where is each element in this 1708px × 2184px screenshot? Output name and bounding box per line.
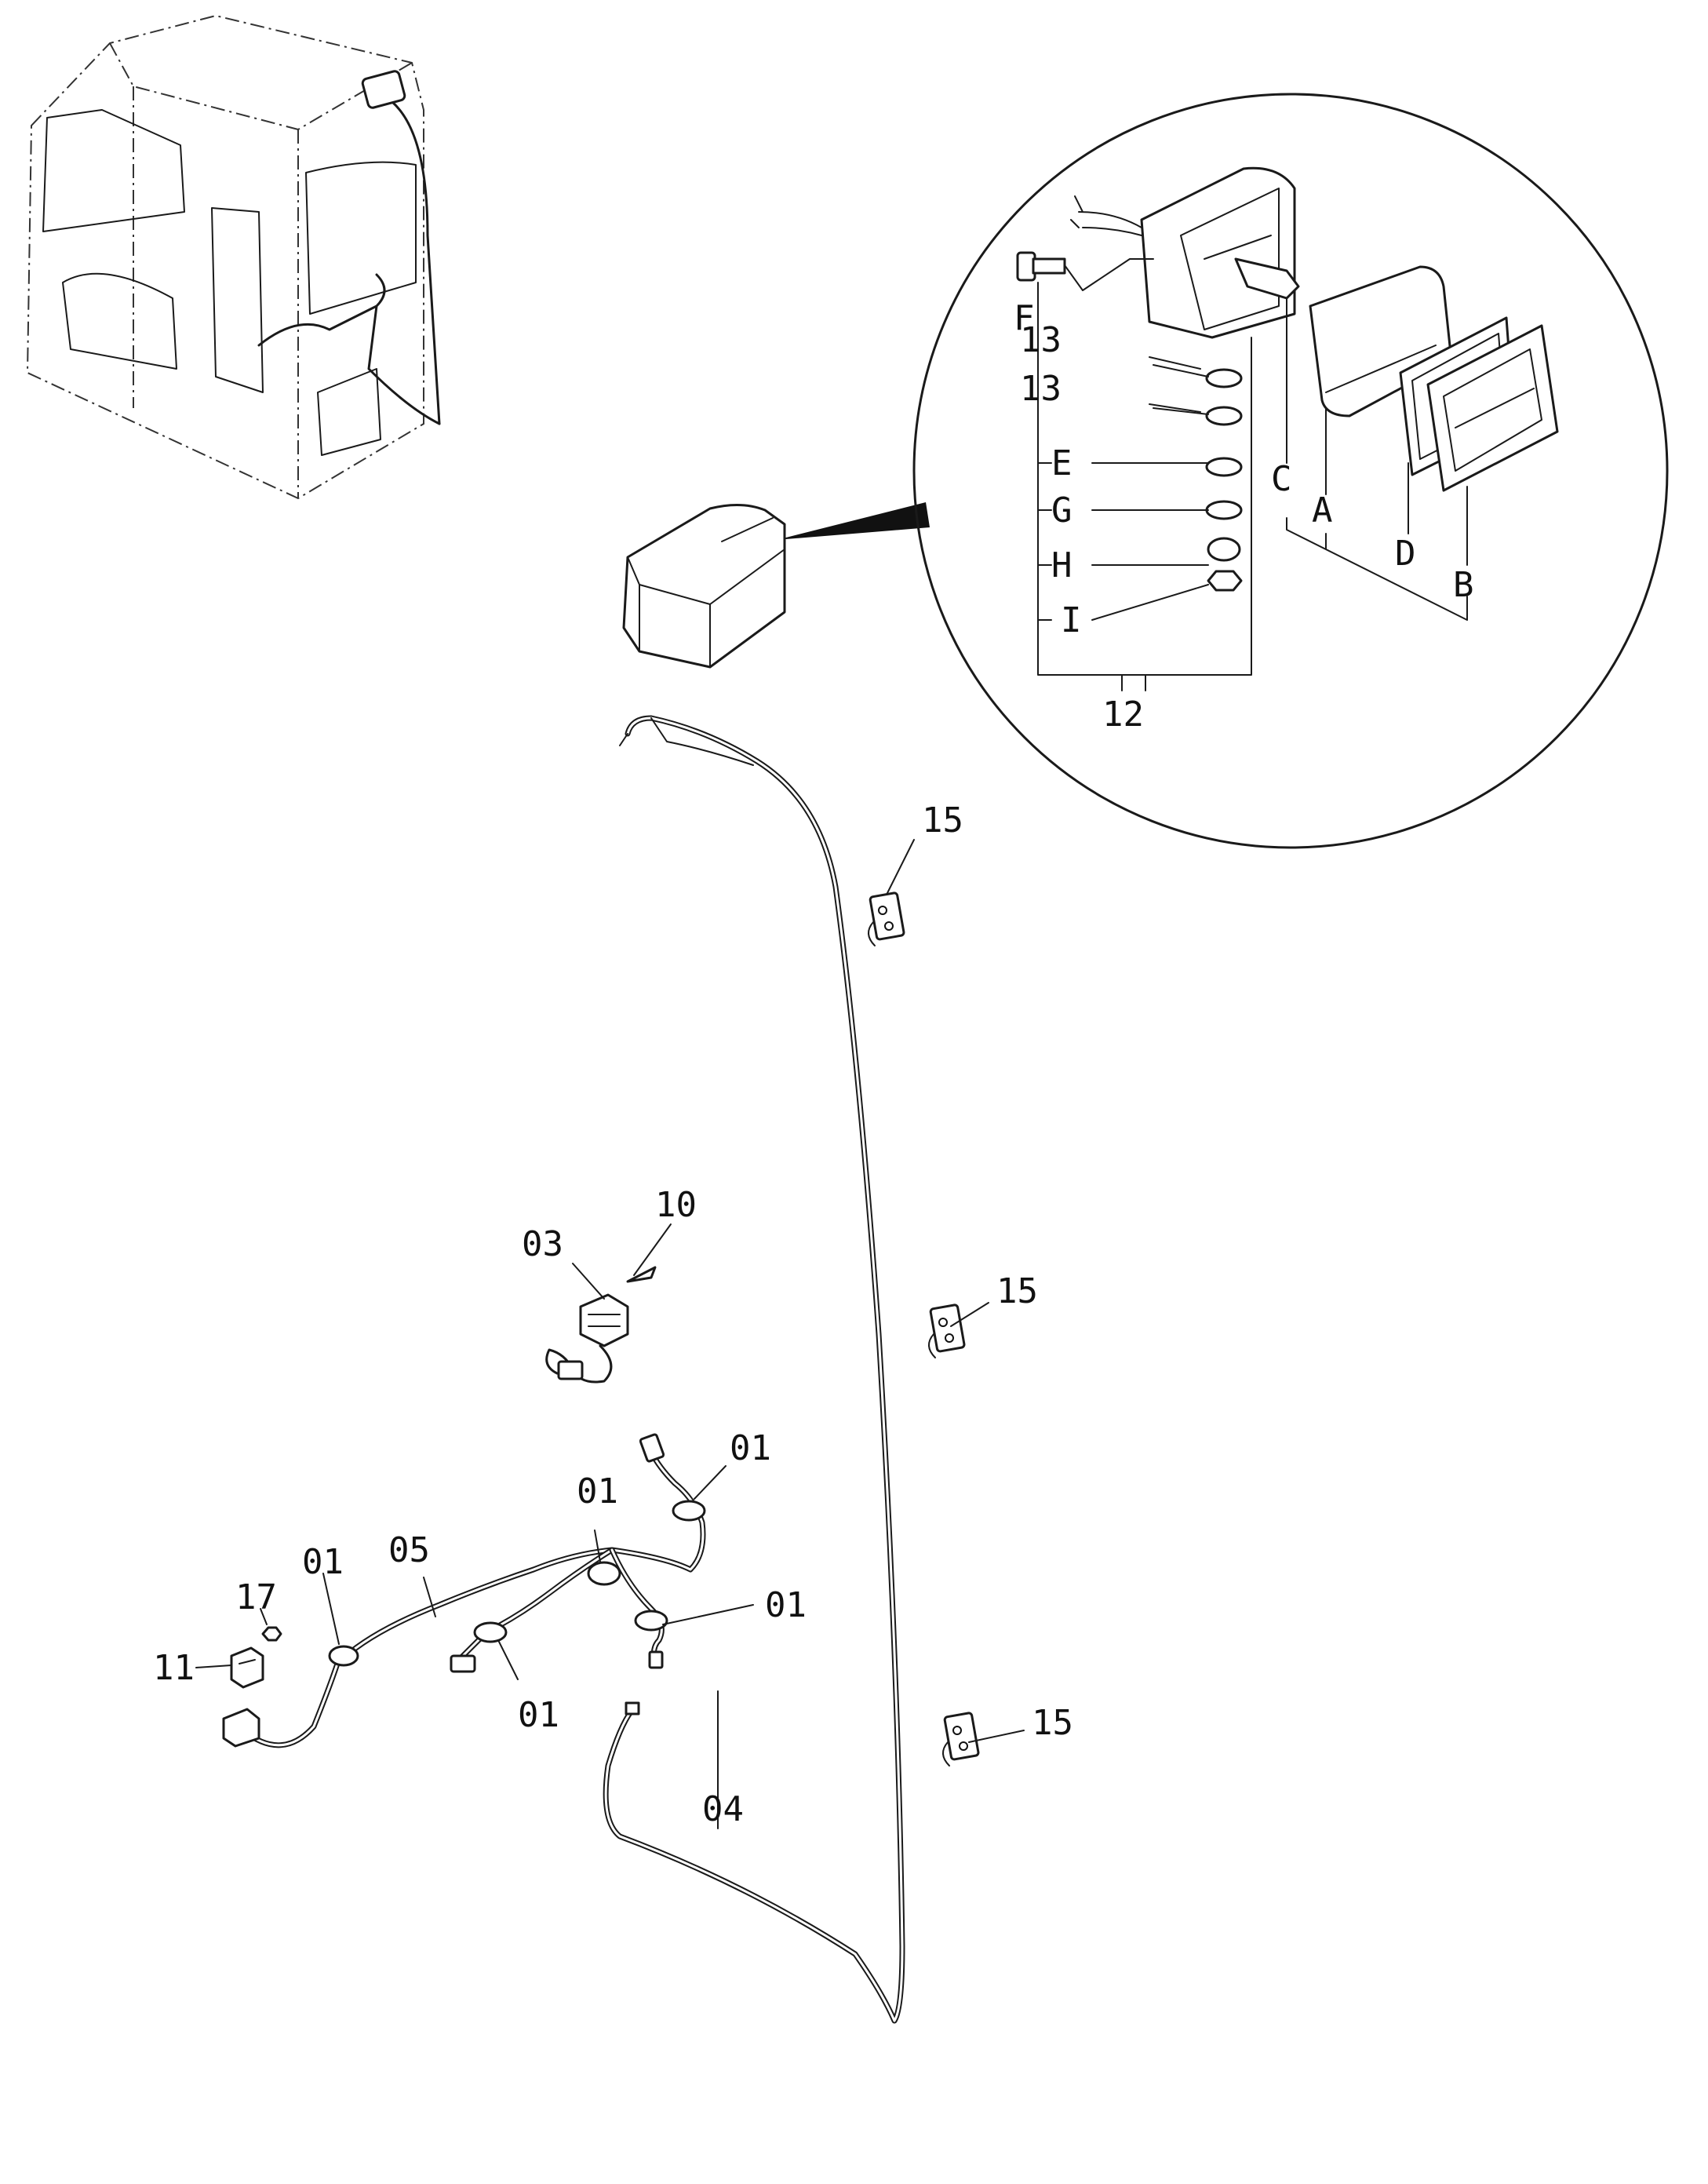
clip-15-b bbox=[928, 1303, 966, 1358]
callout-03: 03 bbox=[522, 1224, 563, 1264]
callout-01-upper-middle: 01 bbox=[577, 1471, 618, 1511]
wire-end-icon bbox=[625, 1701, 640, 1715]
work-light-assembly bbox=[622, 502, 930, 669]
lamp-housing-icon bbox=[1140, 166, 1296, 339]
callout-13-upper: 13 bbox=[1020, 320, 1062, 360]
callout-G: G bbox=[1051, 490, 1073, 531]
harness-05 bbox=[222, 1433, 706, 1748]
cab-work-light-icon bbox=[361, 70, 406, 109]
screw-icon bbox=[1016, 251, 1066, 282]
callout-15-middle: 15 bbox=[996, 1271, 1038, 1311]
callout-C: C bbox=[1271, 459, 1292, 499]
callout-D: D bbox=[1395, 534, 1416, 574]
callout-15-bottom: 15 bbox=[1032, 1703, 1073, 1743]
clip-15-a bbox=[868, 891, 905, 946]
harness-04 bbox=[603, 715, 905, 2024]
washer-stack bbox=[1205, 368, 1243, 592]
bolt-17 bbox=[261, 1626, 282, 1642]
plate-10-icon bbox=[626, 1266, 657, 1283]
callout-12: 12 bbox=[1102, 695, 1144, 735]
switch-03 bbox=[545, 1293, 629, 1384]
callout-B: B bbox=[1453, 565, 1474, 605]
callout-04: 04 bbox=[702, 1789, 744, 1829]
callout-10: 10 bbox=[655, 1185, 697, 1225]
callout-labels: 13 13 F E G H I C A D B 12 15 15 15 10 0… bbox=[153, 298, 1474, 1829]
clip-15-c bbox=[942, 1712, 980, 1767]
callout-F: F bbox=[1014, 298, 1035, 338]
work-light-icon bbox=[622, 503, 786, 669]
callout-17: 17 bbox=[235, 1577, 277, 1617]
callout-13-lower: 13 bbox=[1020, 369, 1062, 409]
callout-01-upper-right: 01 bbox=[730, 1428, 771, 1468]
callout-11: 11 bbox=[153, 1648, 195, 1688]
callout-I: I bbox=[1061, 600, 1082, 640]
detail-leader-wedge bbox=[777, 502, 930, 540]
callout-H: H bbox=[1051, 545, 1073, 585]
callout-15-top: 15 bbox=[922, 800, 963, 840]
bulb-icon bbox=[1234, 257, 1300, 300]
callout-leaders bbox=[195, 356, 1201, 1829]
relay-11 bbox=[230, 1646, 264, 1689]
rim-icon bbox=[1426, 324, 1559, 492]
callout-01-right: 01 bbox=[765, 1585, 807, 1625]
callout-A: A bbox=[1312, 490, 1333, 531]
callout-01-bottom: 01 bbox=[518, 1695, 559, 1735]
callout-01-left: 01 bbox=[302, 1542, 344, 1582]
cab-overview bbox=[26, 14, 441, 500]
callout-E: E bbox=[1051, 443, 1073, 483]
detail-circle bbox=[912, 93, 1669, 849]
callout-05: 05 bbox=[388, 1530, 430, 1570]
